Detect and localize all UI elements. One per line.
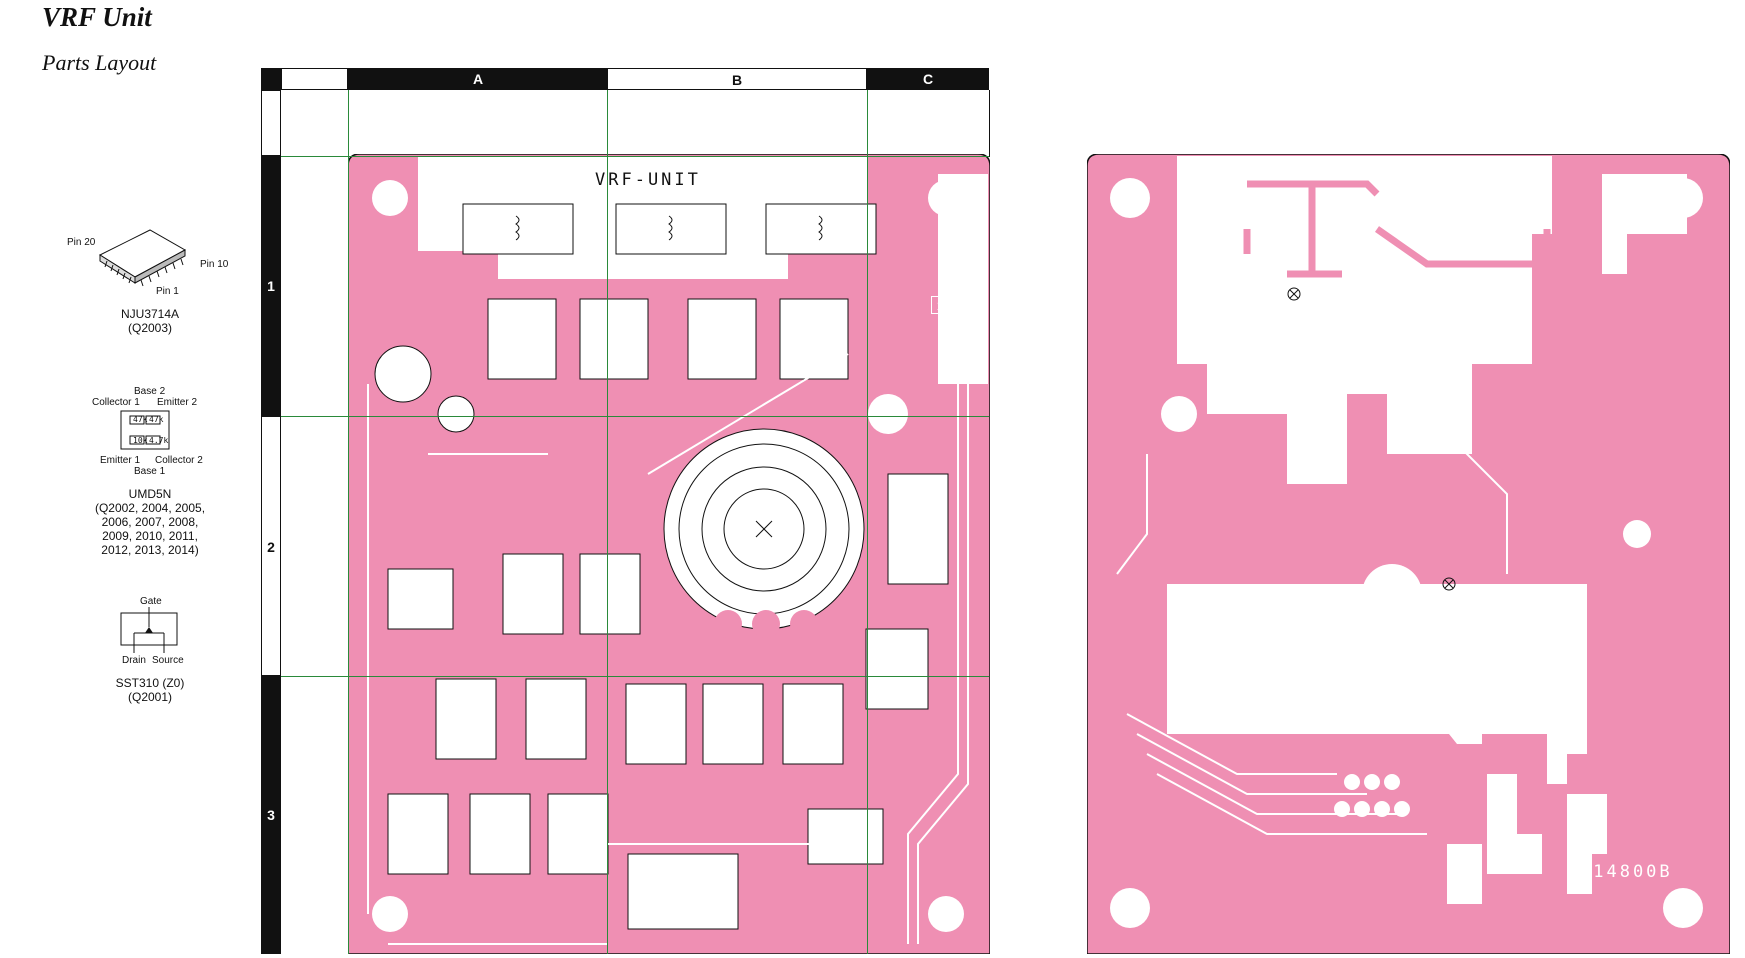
page-subtitle: Parts Layout xyxy=(42,50,157,75)
pin-label: Source xyxy=(152,655,184,666)
grid-line xyxy=(281,676,989,677)
part-name: SST310 (Z0) xyxy=(115,676,185,690)
resistor-label: 47k xyxy=(149,415,164,424)
pin-label: Emitter 1 xyxy=(100,455,141,466)
part-ref: 2006, 2007, 2008, xyxy=(101,515,199,529)
pcb-bottom-view xyxy=(1087,154,1730,954)
part-name: UMD5N xyxy=(128,487,172,501)
resistor-label: 47k xyxy=(133,415,148,424)
grid-column-c: C xyxy=(922,71,934,87)
grid-column-header: A B C xyxy=(261,68,989,90)
pin-label: Collector 1 xyxy=(92,397,140,408)
part-ref: 2009, 2010, 2011, xyxy=(102,529,198,543)
part-ref: (Q2003) xyxy=(127,321,173,335)
pin-label: Pin 20 xyxy=(67,237,96,248)
grid-row-1: 1 xyxy=(261,156,281,416)
grid-line xyxy=(867,90,868,954)
grid-column-b: B xyxy=(607,68,867,90)
grid-cell-empty xyxy=(281,68,348,90)
grid-top-band xyxy=(281,90,990,157)
nju3714a-package-icon xyxy=(98,229,187,287)
board-code-label: 014800B xyxy=(1580,862,1673,882)
pin-label: Base 2 xyxy=(134,386,166,397)
board-label: VRF-UNIT xyxy=(595,170,701,190)
grid-line xyxy=(607,90,608,954)
pin-label: Gate xyxy=(140,596,162,607)
part-ref: 2012, 2013, 2014) xyxy=(101,543,199,557)
grid-line xyxy=(281,156,989,157)
pin-label: Pin 10 xyxy=(200,259,229,270)
pin-label: Drain xyxy=(122,655,146,666)
grid-row-2: 2 xyxy=(261,416,281,676)
board-corner-mark: 1 xyxy=(931,296,949,314)
sst310-package-icon xyxy=(120,607,178,653)
grid-line xyxy=(281,416,989,417)
resistor-label: 4.7k xyxy=(149,436,169,445)
page-title: VRF Unit xyxy=(42,2,152,32)
resistor-label: 10k xyxy=(133,436,148,445)
pin-label: Pin 1 xyxy=(156,286,179,297)
part-ref: (Q2001) xyxy=(127,690,173,704)
grid-column-a: A xyxy=(472,71,484,87)
pin-label: Base 1 xyxy=(134,466,166,477)
pin-label: Emitter 2 xyxy=(157,397,198,408)
part-name: NJU3714A xyxy=(120,307,180,321)
umd5n-package-icon xyxy=(120,410,170,450)
grid-row-header: 1 2 3 xyxy=(261,90,281,954)
pcb-top-view xyxy=(348,154,990,954)
grid-row-3: 3 xyxy=(261,676,281,954)
grid-line xyxy=(348,90,349,954)
part-ref: (Q2002, 2004, 2005, xyxy=(94,501,206,515)
pin-label: Collector 2 xyxy=(155,455,203,466)
grid-cell-empty xyxy=(261,90,281,156)
